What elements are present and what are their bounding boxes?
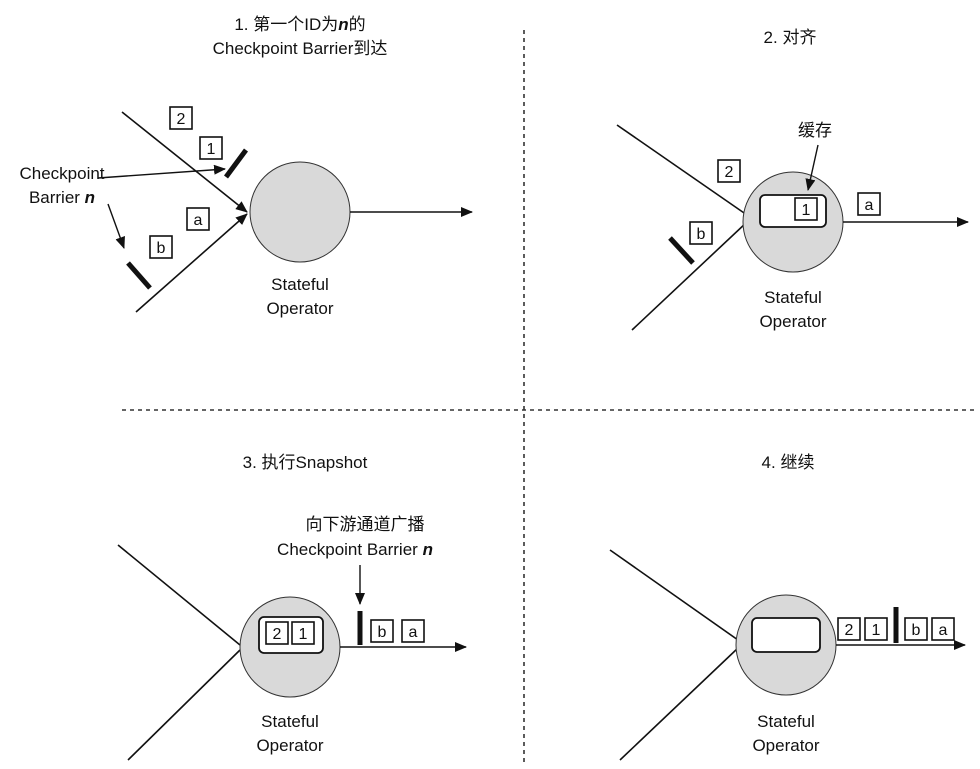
buffered-record-1-label: 1 — [802, 202, 811, 219]
record-b-label: b — [378, 624, 387, 641]
panel-4: 4. 继续 2 1 b a Stateful Operator — [609, 453, 966, 761]
record-a — [186, 207, 210, 231]
record-b — [689, 221, 713, 245]
barrier-label-line2: Barrier n — [29, 188, 95, 207]
input-channel-upper — [121, 111, 248, 213]
record-b — [149, 235, 173, 259]
panel-3-title: 3. 执行Snapshot — [243, 453, 368, 472]
operator-label-line1: Stateful — [757, 712, 815, 731]
record-2 — [169, 106, 193, 130]
operator-label-line2: Operator — [256, 736, 323, 755]
barrier-upper — [223, 148, 249, 179]
operator-label-line2: Operator — [759, 312, 826, 331]
snapshot-record-2 — [265, 621, 289, 645]
input-channel-upper — [609, 549, 739, 641]
record-a — [931, 617, 955, 641]
barrier-label-line1: Checkpoint — [19, 164, 104, 183]
snapshot-record-1-label: 1 — [299, 626, 308, 643]
buffer-label: 缓存 — [798, 121, 832, 140]
record-2 — [837, 617, 861, 641]
record-1 — [864, 617, 888, 641]
operator-label-line2: Operator — [266, 299, 333, 318]
broadcast-label-line2: Checkpoint Barrier n — [277, 540, 433, 559]
empty-state-box — [751, 617, 821, 653]
buffered-record-1 — [794, 197, 818, 221]
record-a — [401, 619, 425, 643]
input-channel-lower — [631, 221, 748, 331]
broadcast-label-line1: 向下游通道广播 — [306, 515, 425, 534]
panel-2: 2. 对齐 1 缓存 2 b a Stateful Operator — [616, 28, 969, 331]
barrier-lower — [668, 236, 695, 265]
record-a-label: a — [409, 624, 418, 641]
panel-3: 3. 执行Snapshot 2 1 b a 向下游通道广播 Checkpoint… — [117, 453, 467, 761]
record-1-label: 1 — [872, 622, 881, 639]
record-2-label: 2 — [725, 164, 734, 181]
panel-1: 1. 第一个ID为n的 Checkpoint Barrier到达 2 1 a b… — [19, 15, 473, 318]
panel-2-title: 2. 对齐 — [764, 28, 817, 47]
input-channel-lower — [127, 649, 241, 761]
snapshot-record-2-label: 2 — [273, 626, 282, 643]
operator-label-line1: Stateful — [261, 712, 319, 731]
record-b-label: b — [697, 226, 706, 243]
record-2-label: 2 — [177, 111, 186, 128]
panel-1-title: 1. 第一个ID为n的 — [234, 15, 365, 34]
snapshot-record-1 — [291, 621, 315, 645]
buffer-pointer — [805, 144, 819, 191]
barrier-lower — [126, 261, 152, 290]
record-2-label: 2 — [845, 622, 854, 639]
input-channel-lower — [135, 213, 248, 313]
record-1 — [199, 136, 223, 160]
pointer-to-upper-barrier — [97, 164, 226, 179]
panel-4-title: 4. 继续 — [762, 453, 815, 472]
pointer-to-lower-barrier — [107, 203, 125, 249]
input-channel-upper — [616, 124, 748, 216]
input-channel-lower — [619, 647, 739, 761]
operator-label-line1: Stateful — [764, 288, 822, 307]
record-b-label: b — [912, 622, 921, 639]
record-b-label: b — [157, 240, 166, 257]
record-a-label: a — [865, 197, 874, 214]
stateful-operator — [249, 161, 351, 263]
record-a-label: a — [939, 622, 948, 639]
record-b — [904, 617, 928, 641]
input-channel-upper — [117, 544, 241, 646]
operator-label-line1: Stateful — [271, 275, 329, 294]
record-a — [857, 192, 881, 216]
record-1-label: 1 — [207, 141, 216, 158]
operator-label-line2: Operator — [752, 736, 819, 755]
record-a-label: a — [194, 212, 203, 229]
panel-1-title-line2: Checkpoint Barrier到达 — [213, 39, 388, 58]
record-2 — [717, 159, 741, 183]
record-b — [370, 619, 394, 643]
